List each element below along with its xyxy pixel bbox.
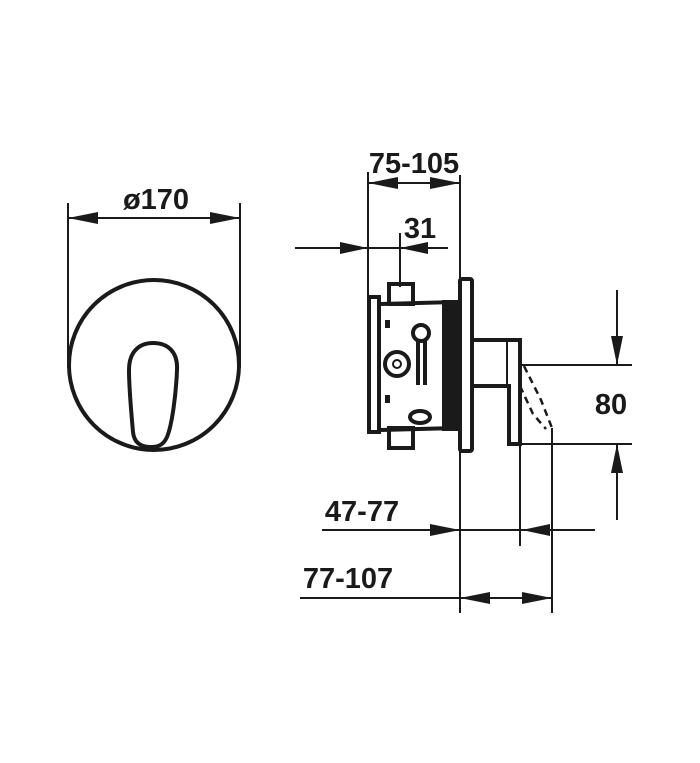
arrow-left xyxy=(400,242,428,254)
arrow-right xyxy=(430,177,460,189)
arrow-left xyxy=(68,212,98,224)
cover-plate-side xyxy=(458,277,474,453)
install-depth-label: 75-105 xyxy=(369,148,459,180)
arrow-right xyxy=(340,242,368,254)
cover-plate-front xyxy=(67,278,241,452)
diameter-label: ø170 xyxy=(123,184,189,216)
arrow-left xyxy=(522,524,550,536)
arrow-right xyxy=(210,212,240,224)
side-view: 75-105 31 xyxy=(295,148,632,613)
arrow-left xyxy=(460,592,490,604)
arrow-up xyxy=(611,444,623,473)
projection-short-label: 47-77 xyxy=(325,496,399,528)
front-view: ø170 xyxy=(67,184,241,452)
projection-long-label: 77-107 xyxy=(303,563,393,595)
concealed-body xyxy=(367,282,458,450)
handle-raised-dashed xyxy=(518,365,554,430)
arrow-left xyxy=(368,177,398,189)
offset-label: 31 xyxy=(404,213,436,245)
arrow-right xyxy=(522,592,552,604)
handle-side xyxy=(472,338,522,446)
height-label: 80 xyxy=(595,389,627,421)
handle-front xyxy=(126,340,180,450)
arrow-right xyxy=(430,524,460,536)
arrow-down xyxy=(611,336,623,365)
